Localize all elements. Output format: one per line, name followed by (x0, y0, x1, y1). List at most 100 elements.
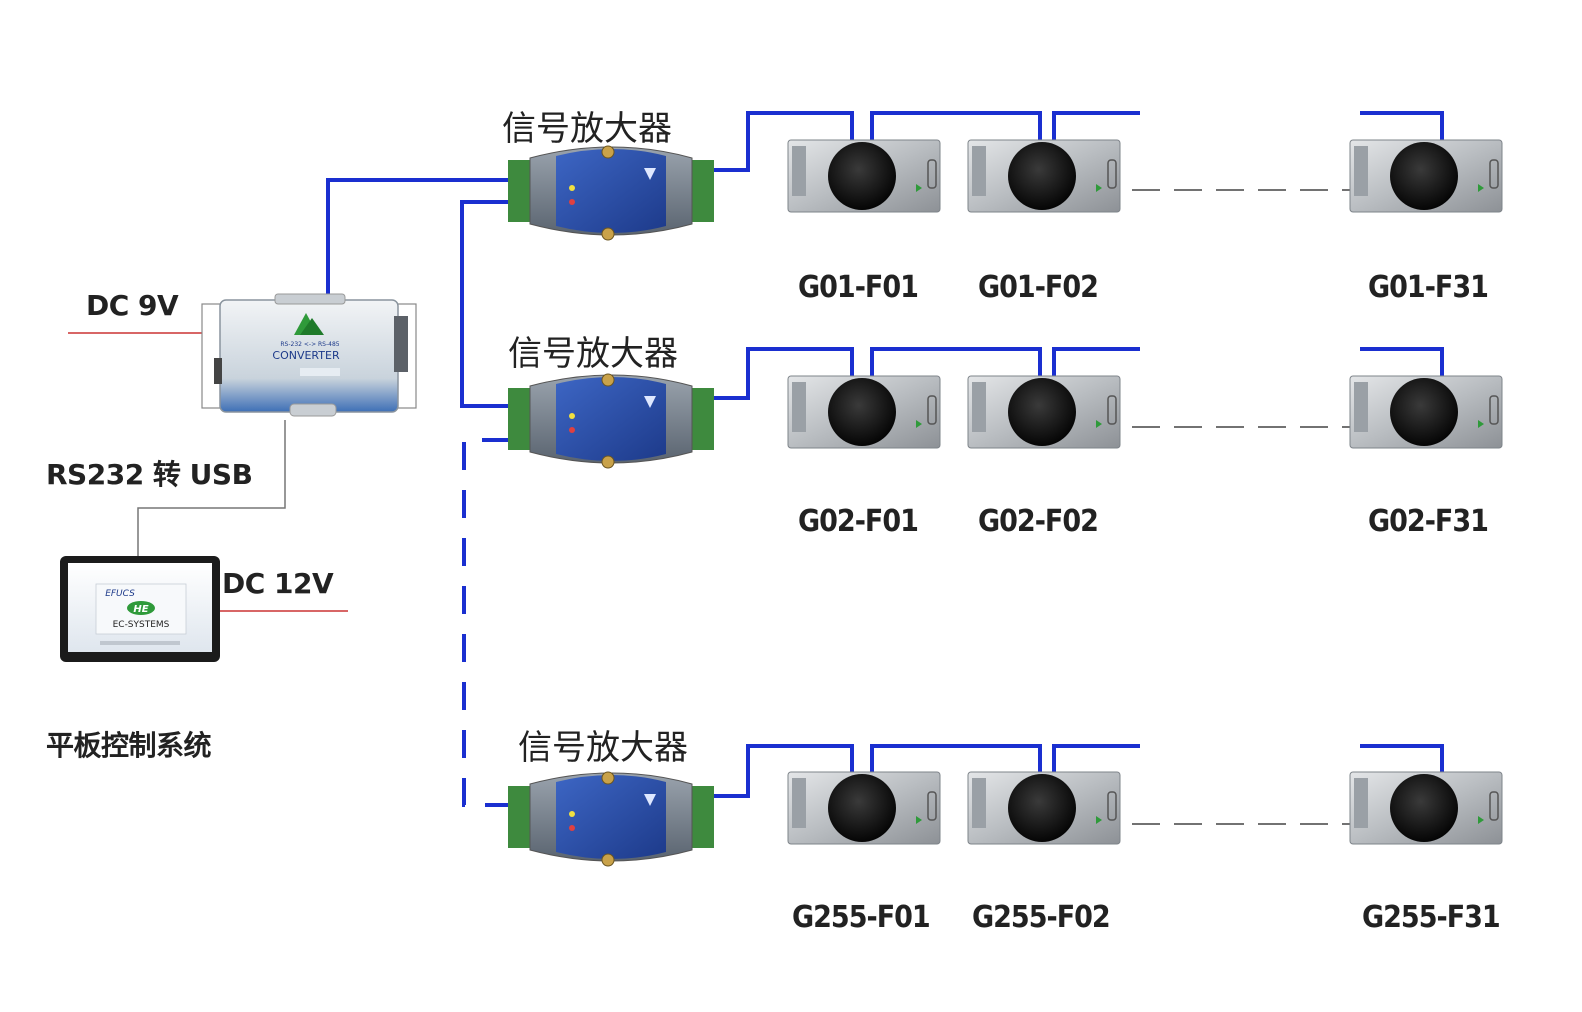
rs232-usb-label: RS232 转 USB (46, 458, 253, 491)
fan-icon (828, 774, 896, 842)
fan-label: G01-F31 (1368, 270, 1489, 305)
screw (601, 455, 615, 469)
fan-side-panel (972, 382, 986, 432)
fan-label: G01-F01 (798, 270, 919, 305)
status-led (569, 413, 575, 419)
status-indicator (1478, 420, 1484, 428)
fan-side-panel (1354, 146, 1368, 196)
amplifier-panel (556, 775, 666, 859)
terminal-block (508, 786, 530, 848)
status-led (569, 427, 575, 433)
fan-side-panel (1354, 778, 1368, 828)
terminal-block (692, 388, 714, 450)
status-led (569, 811, 575, 817)
bus-line (1360, 347, 1444, 376)
status-indicator (1478, 184, 1484, 192)
tablet-system-name: EC-SYSTEMS (113, 620, 170, 630)
bus-line (870, 744, 1042, 772)
status-led (569, 185, 575, 191)
fan-side-panel (972, 146, 986, 196)
status-indicator (1096, 816, 1102, 824)
fan-label: G255-F31 (1362, 900, 1501, 935)
brand-mark (644, 168, 656, 180)
tablet-device: EFUCS HE EC-SYSTEMS (60, 556, 220, 662)
screw (601, 227, 615, 241)
screw (601, 145, 615, 159)
fan-filter-unit (967, 375, 1121, 449)
status-indicator (1096, 184, 1102, 192)
bus-line (1360, 111, 1444, 140)
dc12v-label: DC 12V (222, 567, 334, 600)
fan-side-panel (1354, 382, 1368, 432)
bus-line (1052, 744, 1140, 772)
fan-filter-unit (1349, 139, 1503, 213)
fan-handle (927, 791, 937, 821)
tablet-logo: HE (133, 604, 148, 615)
fan-handle (1489, 159, 1499, 189)
fan-filter-unit (967, 771, 1121, 845)
screw (601, 771, 615, 785)
fan-side-panel (792, 778, 806, 828)
bus-amp2-to-amp3 (462, 438, 510, 807)
terminal-block (692, 160, 714, 222)
brand-mark (644, 396, 656, 408)
usb-cable (137, 420, 286, 557)
status-indicator (916, 816, 922, 824)
status-led (569, 199, 575, 205)
signal-amplifier (508, 145, 714, 241)
fan-filter-unit (1349, 375, 1503, 449)
converter-device: RS-232 <-> RS-485 CONVERTER (201, 293, 417, 417)
status-led (569, 825, 575, 831)
tablet-brand: EFUCS (105, 589, 135, 599)
fan-icon (828, 142, 896, 210)
fan-icon (828, 378, 896, 446)
fan-handle (927, 159, 937, 189)
status-indicator (1096, 420, 1102, 428)
tablet-system-label: 平板控制系统 (46, 729, 212, 762)
fan-filter-unit (1349, 771, 1503, 845)
bus-line (870, 111, 1042, 140)
screw (601, 853, 615, 867)
fan-side-panel (792, 382, 806, 432)
signal-amplifier (508, 373, 714, 469)
amplifier-label: 信号放大器 (518, 728, 688, 768)
bus-amp1-to-amp2 (460, 200, 510, 408)
fan-handle (1107, 159, 1117, 189)
bus-line (714, 744, 854, 798)
converter-text: CONVERTER (272, 349, 340, 362)
fan-handle (1107, 395, 1117, 425)
screw (601, 373, 615, 387)
fan-handle (927, 395, 937, 425)
brand-mark (644, 794, 656, 806)
fan-label: G02-F02 (978, 504, 1099, 539)
fan-label: G255-F01 (792, 900, 931, 935)
status-indicator (916, 184, 922, 192)
bus-line (1052, 111, 1140, 140)
fan-filter-unit (967, 139, 1121, 213)
amplifier-label: 信号放大器 (508, 334, 678, 374)
fan-filter-unit (787, 139, 941, 213)
fan-handle (1107, 791, 1117, 821)
amplifier-label: 信号放大器 (502, 109, 672, 149)
fan-label: G02-F31 (1368, 504, 1489, 539)
fan-filter-unit (787, 375, 941, 449)
fan-icon (1390, 378, 1458, 446)
dc9v-label: DC 9V (86, 289, 179, 322)
fan-icon (1390, 774, 1458, 842)
fan-icon (1008, 378, 1076, 446)
fan-icon (1008, 774, 1076, 842)
terminal-block (692, 786, 714, 848)
bus-line (1052, 347, 1140, 376)
bus-line (714, 111, 854, 172)
terminal-block (508, 160, 530, 222)
fan-icon (1390, 142, 1458, 210)
amplifier-panel (556, 377, 666, 461)
fan-label: G02-F01 (798, 504, 919, 539)
bus-line (714, 347, 854, 400)
bus-converter-to-amp1 (326, 178, 510, 300)
fan-label: G01-F02 (978, 270, 1099, 305)
fan-filter-unit (787, 771, 941, 845)
fan-side-panel (972, 778, 986, 828)
signal-amplifier (508, 771, 714, 867)
